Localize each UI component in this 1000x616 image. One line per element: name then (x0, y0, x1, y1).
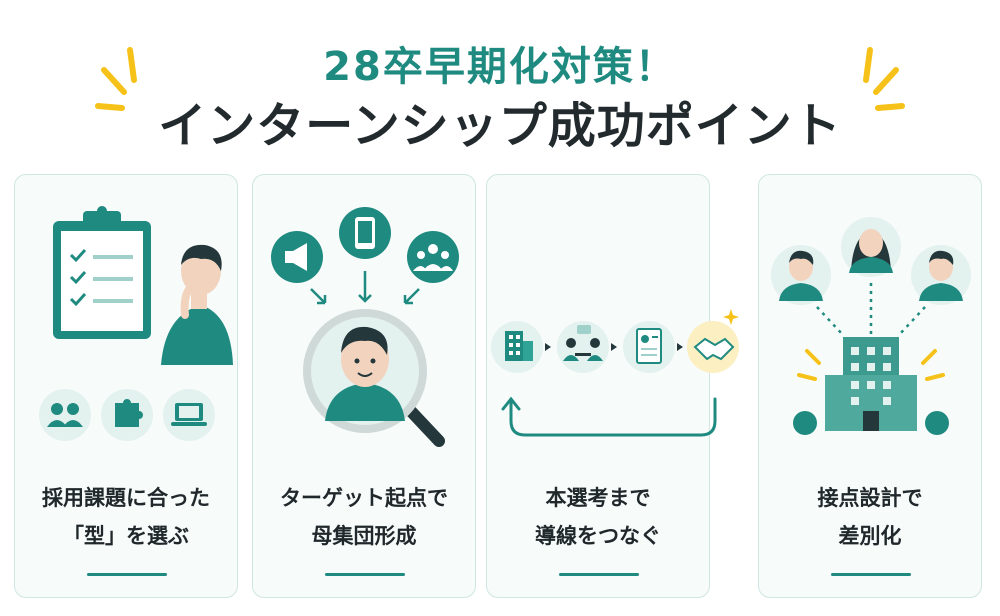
sparkle-rays-left-icon (95, 47, 137, 111)
laptop-icon (163, 389, 215, 441)
card-caption: 接点設計で 差別化 (759, 479, 981, 555)
card-caption: 本選考まで 導線をつなぐ (487, 479, 709, 555)
card-caption-line2: 差別化 (838, 524, 902, 548)
card-choose-type: 採用課題に合った 「型」を選ぶ (14, 174, 238, 598)
card-differentiation: 接点設計で 差別化 (758, 174, 982, 598)
company-building-icon (793, 337, 949, 435)
people-icon (407, 231, 459, 283)
office-building-icon (491, 321, 543, 373)
clipboard-checklist-icon (53, 206, 151, 339)
card-caption: 採用課題に合った 「型」を選ぶ (15, 479, 237, 555)
document-icon (623, 321, 675, 373)
meeting-icon (557, 321, 609, 373)
loop-arrow-icon (501, 396, 717, 437)
card-underline (87, 573, 167, 576)
magnifier-person-icon (303, 309, 445, 447)
thinking-person-icon (161, 244, 233, 365)
card-caption-line1: 接点設計で (817, 486, 923, 510)
woman-avatar-icon (841, 217, 901, 277)
card-underline (831, 573, 911, 576)
card-caption-line2: 導線をつなぐ (535, 524, 661, 548)
sparkle-rays-right-icon (863, 47, 905, 111)
card-illustration (39, 206, 233, 441)
down-arrows-icon (310, 271, 420, 305)
card-selection-flow: 本選考まで 導線をつなぐ (486, 174, 739, 598)
man-avatar-icon (771, 245, 831, 305)
page-title: インターンシップ成功ポイント (158, 98, 842, 154)
megaphone-icon (271, 231, 323, 283)
card-caption-line1: ターゲット起点で (280, 486, 448, 510)
card-caption-line2: 母集団形成 (311, 524, 417, 548)
puzzle-icon (101, 389, 153, 441)
card-target-population: ターゲット起点で 母集団形成 (252, 174, 476, 598)
group-icon (39, 389, 91, 441)
smartphone-icon (339, 207, 391, 259)
card-caption-line1: 採用課題に合った (42, 486, 210, 510)
page-subtitle: 28卒早期化対策！ (323, 44, 677, 90)
handshake-icon (687, 309, 739, 373)
card-illustration (771, 217, 971, 435)
card-underline (325, 573, 405, 576)
card-illustration (491, 309, 739, 437)
card-caption: ターゲット起点で 母集団形成 (253, 479, 475, 555)
card-underline (559, 573, 639, 576)
card-illustration (271, 207, 459, 447)
dotted-links (816, 283, 926, 336)
young-man-avatar-icon (911, 245, 971, 305)
card-caption-line2: 「型」を選ぶ (63, 524, 189, 548)
card-caption-line1: 本選考まで (545, 486, 651, 510)
